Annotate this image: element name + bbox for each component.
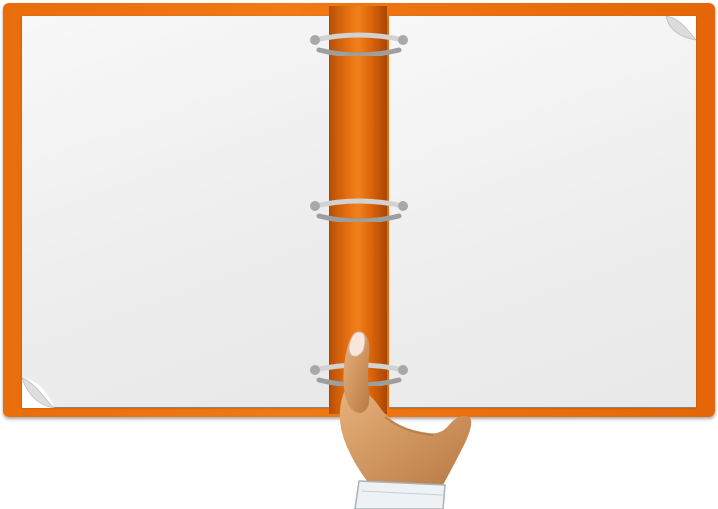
binder-ring-icon [310, 198, 408, 222]
hand-icon [339, 331, 472, 509]
page-curl-icon [22, 378, 55, 408]
binder-ring-icon [310, 32, 408, 56]
right-page [389, 16, 696, 407]
page-curl-icon [665, 16, 696, 41]
left-page [22, 16, 329, 407]
